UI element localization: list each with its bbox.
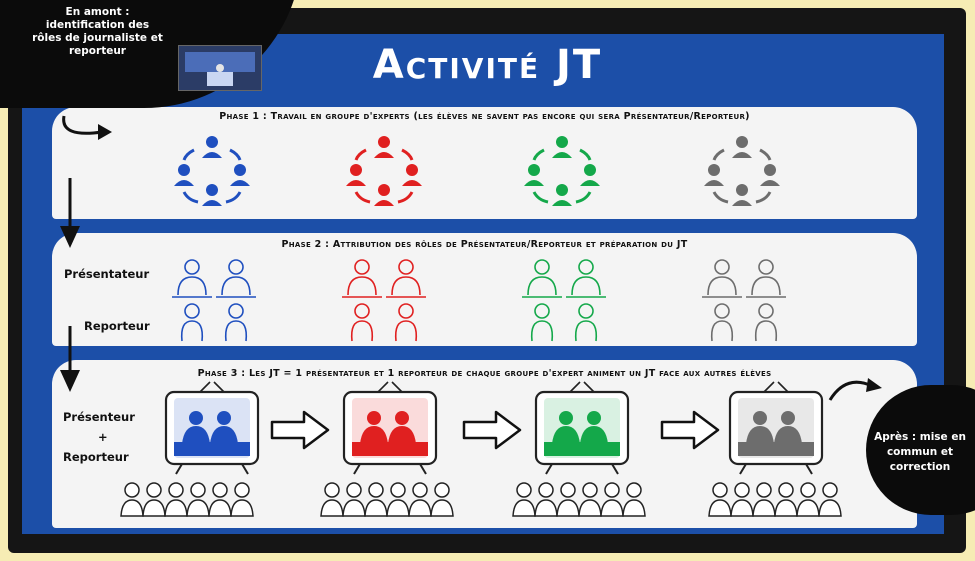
down-arrow-icon [60, 178, 80, 248]
arrow-right-icon [660, 410, 720, 450]
down-arrow-icon [60, 326, 80, 392]
audience-icon [320, 482, 454, 517]
tv-icon-blue [164, 381, 260, 475]
label-presenter: Présentateur [64, 267, 150, 281]
expert-group-icon-red [346, 136, 422, 206]
phase2-title: Phase 2 : Attribution des rôles de Prése… [281, 239, 688, 250]
curved-arrow-icon [62, 115, 112, 140]
tv-icon-green [534, 381, 630, 475]
tv-icon-gray [728, 381, 824, 475]
audience-icon [708, 482, 842, 517]
phase2-panel: Phase 2 : Attribution des rôles de Prése… [52, 233, 917, 346]
role-icon-blue [172, 259, 256, 342]
expert-group-icon-gray [704, 136, 780, 206]
tv-icon-red [342, 381, 438, 475]
expert-group-icon-blue [174, 136, 250, 206]
arrow-right-icon [462, 410, 522, 450]
thumbnail-image [178, 45, 262, 91]
expert-group-icon-green [524, 136, 600, 206]
curved-arrow-icon [828, 378, 882, 401]
phase3-title: Phase 3 : Les JT = 1 présentateur et 1 r… [197, 368, 772, 379]
arrow-right-icon [270, 410, 330, 450]
after-note-bubble: Après : mise en commun et correction [866, 385, 975, 515]
audience-icon [120, 482, 254, 517]
label-phase3-line1: Présenteur [63, 410, 135, 424]
label-phase3-line2: Reporteur [63, 450, 129, 464]
role-icon-red [342, 259, 426, 342]
intro-note-text: En amont : identification des rôles de j… [32, 6, 163, 57]
role-icon-gray [702, 259, 786, 342]
label-reporter: Reporteur [84, 319, 150, 333]
after-note-text: Après : mise en commun et correction [874, 431, 966, 473]
label-phase3-plus: + [98, 430, 108, 444]
page-title: Activité JT [372, 42, 603, 88]
phase1-title: Phase 1 : Travail en groupe d'experts (l… [219, 111, 750, 122]
role-icon-green [522, 259, 606, 342]
audience-icon [512, 482, 646, 517]
